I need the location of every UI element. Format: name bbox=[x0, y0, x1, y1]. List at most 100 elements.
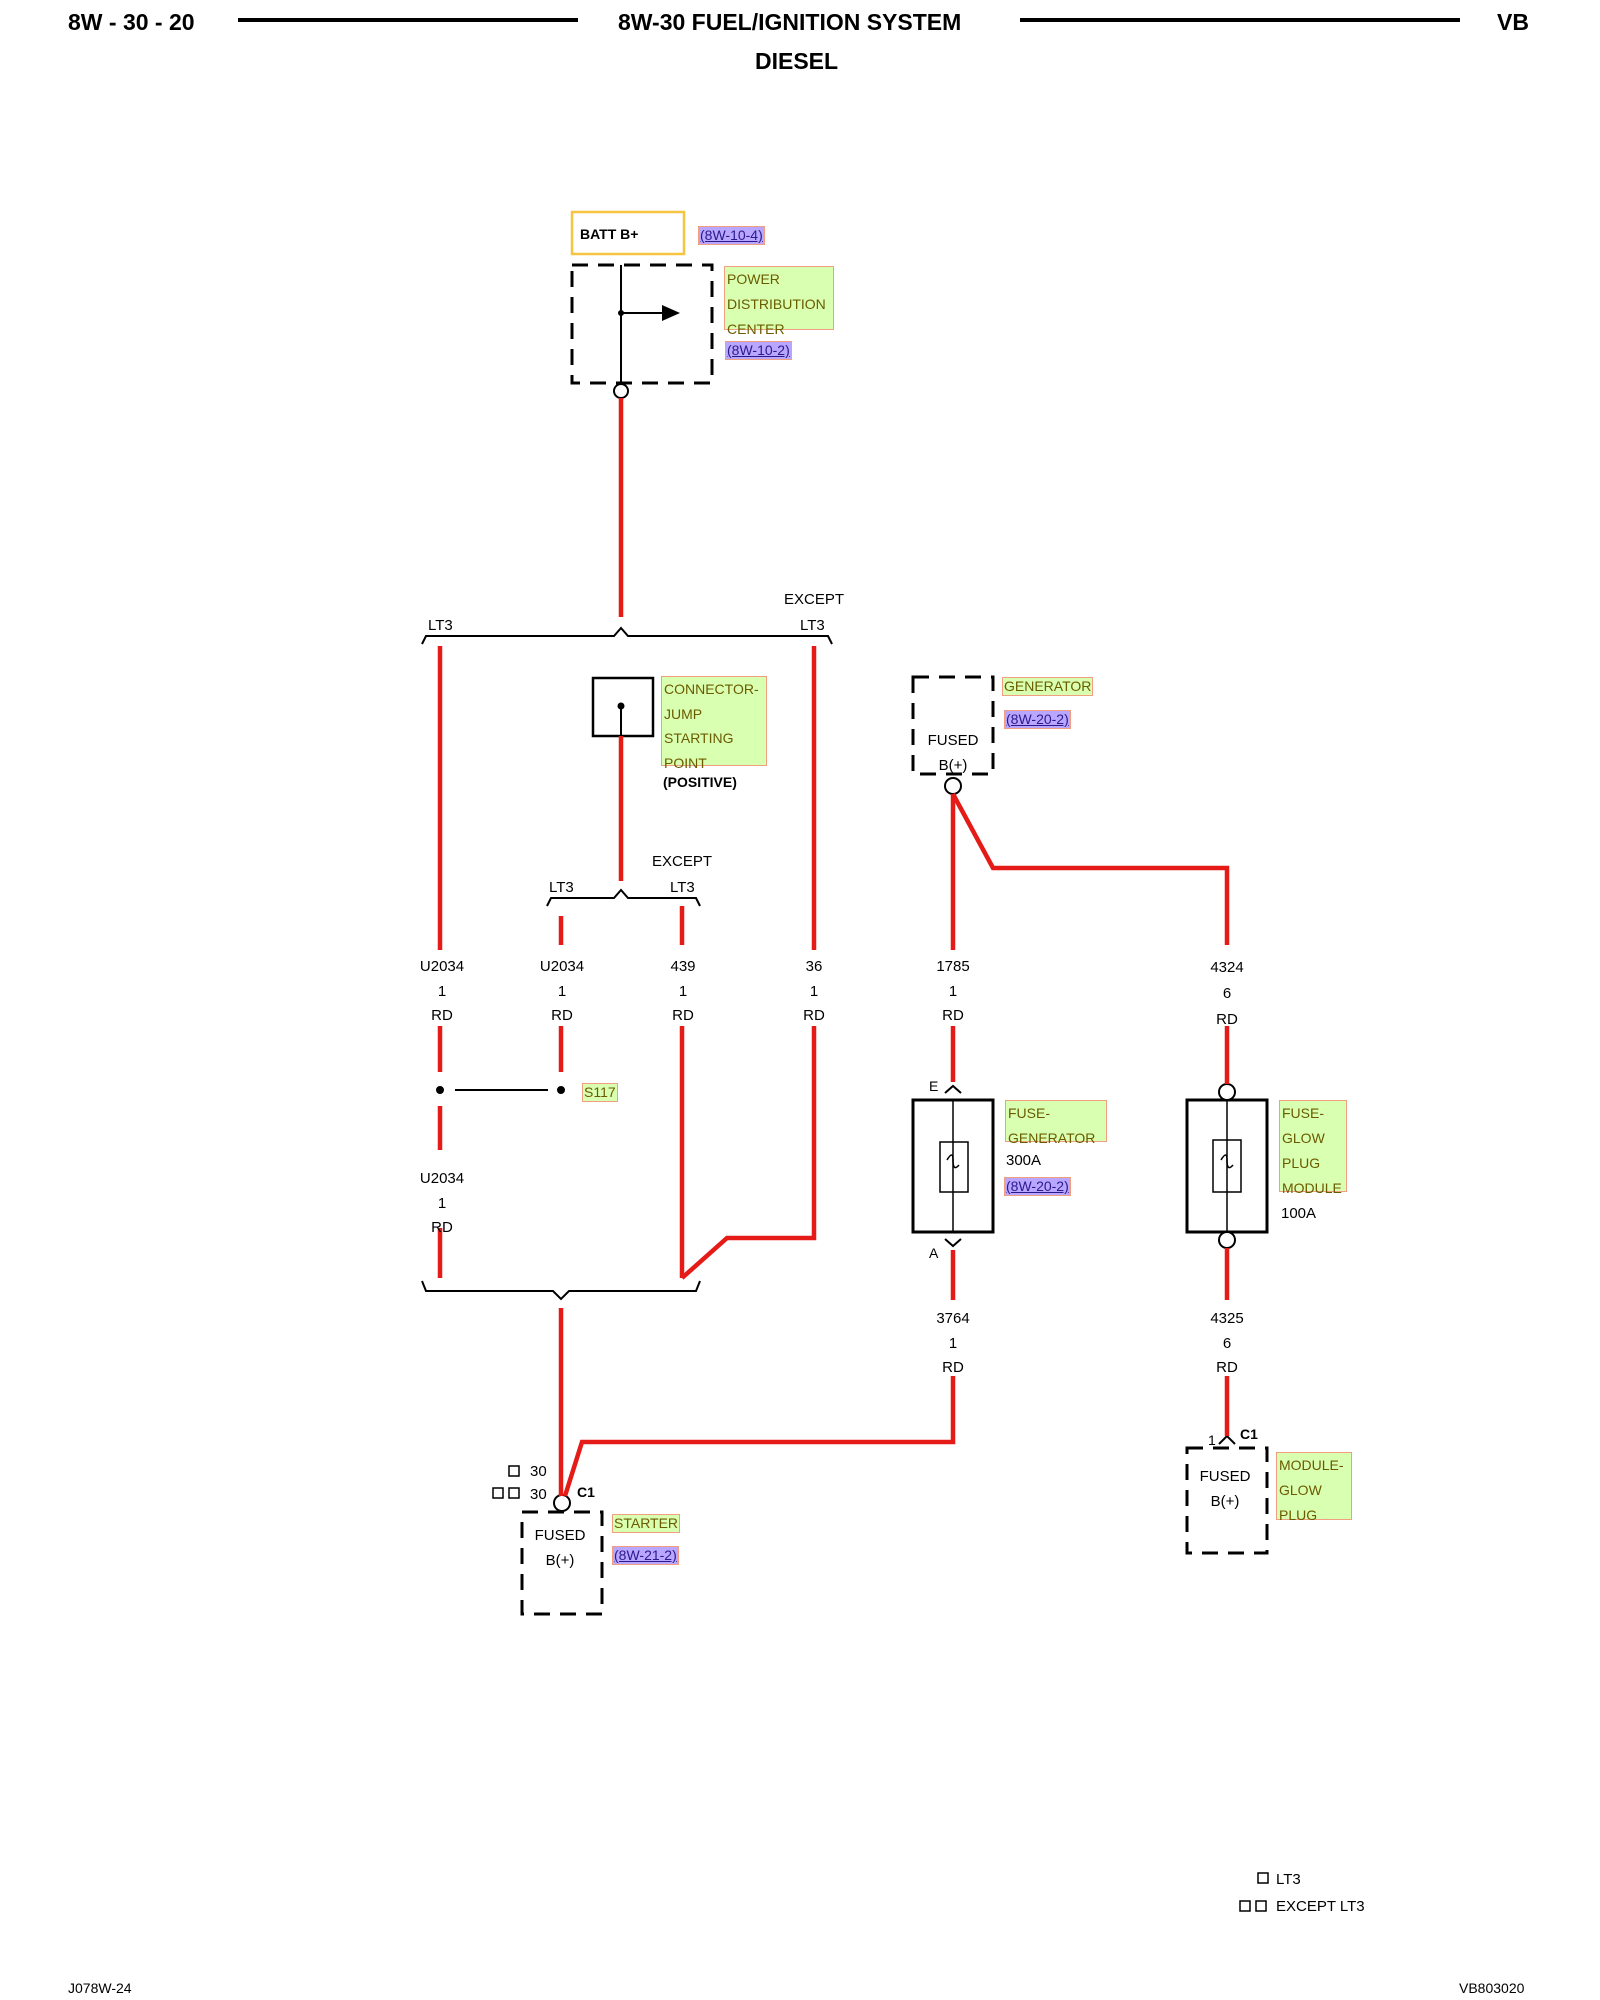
pdc-node bbox=[618, 310, 624, 316]
wire-4324 bbox=[951, 792, 1230, 945]
fuse-glow-terminal-top bbox=[1218, 1083, 1236, 1101]
wire-circuit: 1785 bbox=[936, 958, 970, 975]
starter-ref-link[interactable]: (8W-21-2) bbox=[612, 1546, 679, 1565]
pdc-label-line: POWER bbox=[727, 271, 780, 287]
generator-terminal-label: FUSED B(+) bbox=[928, 728, 979, 778]
legend-except-lt3: EXCEPT LT3 bbox=[1276, 1898, 1365, 1915]
branch-except-mid: EXCEPT bbox=[652, 853, 713, 870]
wire-label: 4324 6 RD bbox=[1210, 955, 1243, 1033]
wire-gauge: 1 bbox=[437, 982, 447, 1000]
fuse-glow-terminal-bottom bbox=[1218, 1231, 1236, 1249]
module-label-line: PLUG bbox=[1279, 1507, 1318, 1523]
single-square-icon bbox=[508, 1465, 520, 1477]
pdc-label[interactable]: POWER DISTRIBUTION CENTER bbox=[724, 266, 834, 337]
wire-circuit: U2034 bbox=[419, 1170, 465, 1187]
wire-color: RD bbox=[1216, 1359, 1238, 1376]
pdc-arrow bbox=[662, 305, 680, 321]
wire-circuit: 3764 bbox=[936, 1310, 970, 1327]
page-number: 8W - 30 - 20 bbox=[68, 9, 195, 35]
single-square-icon bbox=[1257, 1872, 1269, 1884]
wire-gauge: 1 bbox=[948, 1334, 958, 1352]
wire-circuit: U2034 bbox=[539, 958, 585, 975]
page-subtitle: DIESEL bbox=[755, 48, 839, 74]
wire-gauge: 6 bbox=[1222, 985, 1232, 1002]
terminal-text: FUSED bbox=[927, 732, 979, 749]
fuse-generator-pin-e-label: E bbox=[929, 1078, 939, 1094]
jump-label-line: CONNECTOR- bbox=[664, 681, 759, 697]
pdc-label-line: DISTRIBUTION bbox=[727, 296, 826, 312]
glow-module-terminal-label: FUSED B(+) bbox=[1200, 1464, 1251, 1514]
starter-pin-except-lt3: 30 bbox=[530, 1486, 547, 1503]
jump-connector-label[interactable]: CONNECTOR- JUMP STARTING POINT bbox=[661, 676, 767, 771]
jump-label-line: STARTING bbox=[664, 730, 734, 746]
branch-brace-bottom bbox=[421, 1280, 701, 1301]
glow-module-connector: C1 bbox=[1240, 1426, 1258, 1442]
page-title: 8W-30 FUEL/IGNITION SYSTEM bbox=[618, 9, 962, 35]
footer-code-left: J078W-24 bbox=[68, 1980, 132, 1996]
wire-color: RD bbox=[431, 1007, 453, 1024]
branch-brace-mid bbox=[546, 888, 701, 907]
terminal-text: B(+) bbox=[545, 1552, 575, 1569]
fuse-label-line: GENERATOR bbox=[1008, 1130, 1096, 1146]
fuse-generator-pin-a bbox=[944, 1238, 962, 1248]
fuse-generator-element bbox=[939, 1141, 969, 1193]
terminal-text: B(+) bbox=[938, 757, 968, 774]
wire-label: 4325 6 RD bbox=[1210, 1307, 1243, 1381]
header-rule-right bbox=[1020, 18, 1460, 22]
pdc-terminal bbox=[613, 383, 629, 399]
starter-connector: C1 bbox=[577, 1484, 595, 1500]
generator-label[interactable]: GENERATOR bbox=[1002, 677, 1094, 696]
generator-ref-link[interactable]: (8W-20-2) bbox=[1004, 710, 1071, 729]
wire-gauge: 1 bbox=[948, 982, 958, 1000]
wire-circuit: U2034 bbox=[419, 958, 465, 975]
module-label-line: MODULE- bbox=[1279, 1457, 1344, 1473]
pdc-label-line: CENTER bbox=[727, 321, 785, 337]
generator-terminal bbox=[944, 777, 962, 795]
fuse-glow-label[interactable]: FUSE- GLOW PLUG MODULE bbox=[1279, 1100, 1347, 1196]
batt-ref-link[interactable]: (8W-10-4) bbox=[698, 226, 765, 245]
branch-lt3-mid: LT3 bbox=[549, 879, 574, 896]
wire-gauge: 1 bbox=[809, 982, 819, 1000]
fuse-glow-rating: 100A bbox=[1281, 1205, 1317, 1222]
glow-module-pin-label: 1 bbox=[1208, 1432, 1216, 1448]
fuse-generator-pin-a-label: A bbox=[929, 1245, 939, 1261]
wire-gauge: 1 bbox=[437, 1194, 447, 1212]
wire-color: RD bbox=[942, 1007, 964, 1024]
fuse-label-line: PLUG bbox=[1282, 1155, 1321, 1171]
wire-color: RD bbox=[803, 1007, 825, 1024]
branch-lt3-right: LT3 bbox=[800, 617, 825, 634]
pdc-ref-link[interactable]: (8W-10-2) bbox=[725, 341, 792, 360]
fuse-generator-ref-link[interactable]: (8W-20-2) bbox=[1004, 1177, 1071, 1196]
wire-circuit: 4325 bbox=[1210, 1310, 1244, 1327]
branch-except-top: EXCEPT bbox=[784, 591, 845, 608]
legend-lt3: LT3 bbox=[1276, 1871, 1301, 1888]
fuse-generator-label[interactable]: FUSE- GENERATOR bbox=[1005, 1100, 1107, 1146]
fuse-generator-pin-e bbox=[944, 1084, 962, 1094]
footer-code-right: VB803020 bbox=[1459, 1980, 1525, 1996]
splice-s117-label[interactable]: S117 bbox=[582, 1083, 618, 1102]
wire-3764 bbox=[562, 1376, 956, 1497]
wire-color: RD bbox=[942, 1359, 964, 1376]
wire-label: U2034 1 RD bbox=[420, 1167, 464, 1241]
wire-color: RD bbox=[672, 1007, 694, 1024]
branch-lt3-left: LT3 bbox=[428, 617, 453, 634]
starter-label[interactable]: STARTER bbox=[612, 1514, 681, 1533]
wire-label: U2034 1 RD bbox=[540, 955, 584, 1029]
starter-terminal bbox=[553, 1494, 571, 1512]
terminal-text: FUSED bbox=[1199, 1468, 1251, 1485]
jump-label-line: POINT bbox=[664, 754, 707, 771]
wire-gauge: 1 bbox=[557, 982, 567, 1000]
splice-dot-right bbox=[557, 1086, 565, 1094]
glow-module-label[interactable]: MODULE- GLOW PLUG bbox=[1276, 1452, 1352, 1523]
fuse-generator-rating: 300A bbox=[1006, 1152, 1042, 1169]
vehicle-code: VB bbox=[1497, 9, 1529, 35]
double-square-icon bbox=[1255, 1900, 1267, 1912]
wire-label: 36 1 RD bbox=[803, 955, 825, 1029]
branch-brace-top bbox=[421, 626, 833, 645]
branch-lt3-mid-right: LT3 bbox=[670, 879, 695, 896]
wire-label: 3764 1 RD bbox=[936, 1307, 969, 1381]
wire-color: RD bbox=[551, 1007, 573, 1024]
header-rule-left bbox=[238, 18, 578, 22]
wire-36-lower bbox=[680, 1026, 817, 1280]
wire-label: 439 1 RD bbox=[670, 955, 695, 1029]
